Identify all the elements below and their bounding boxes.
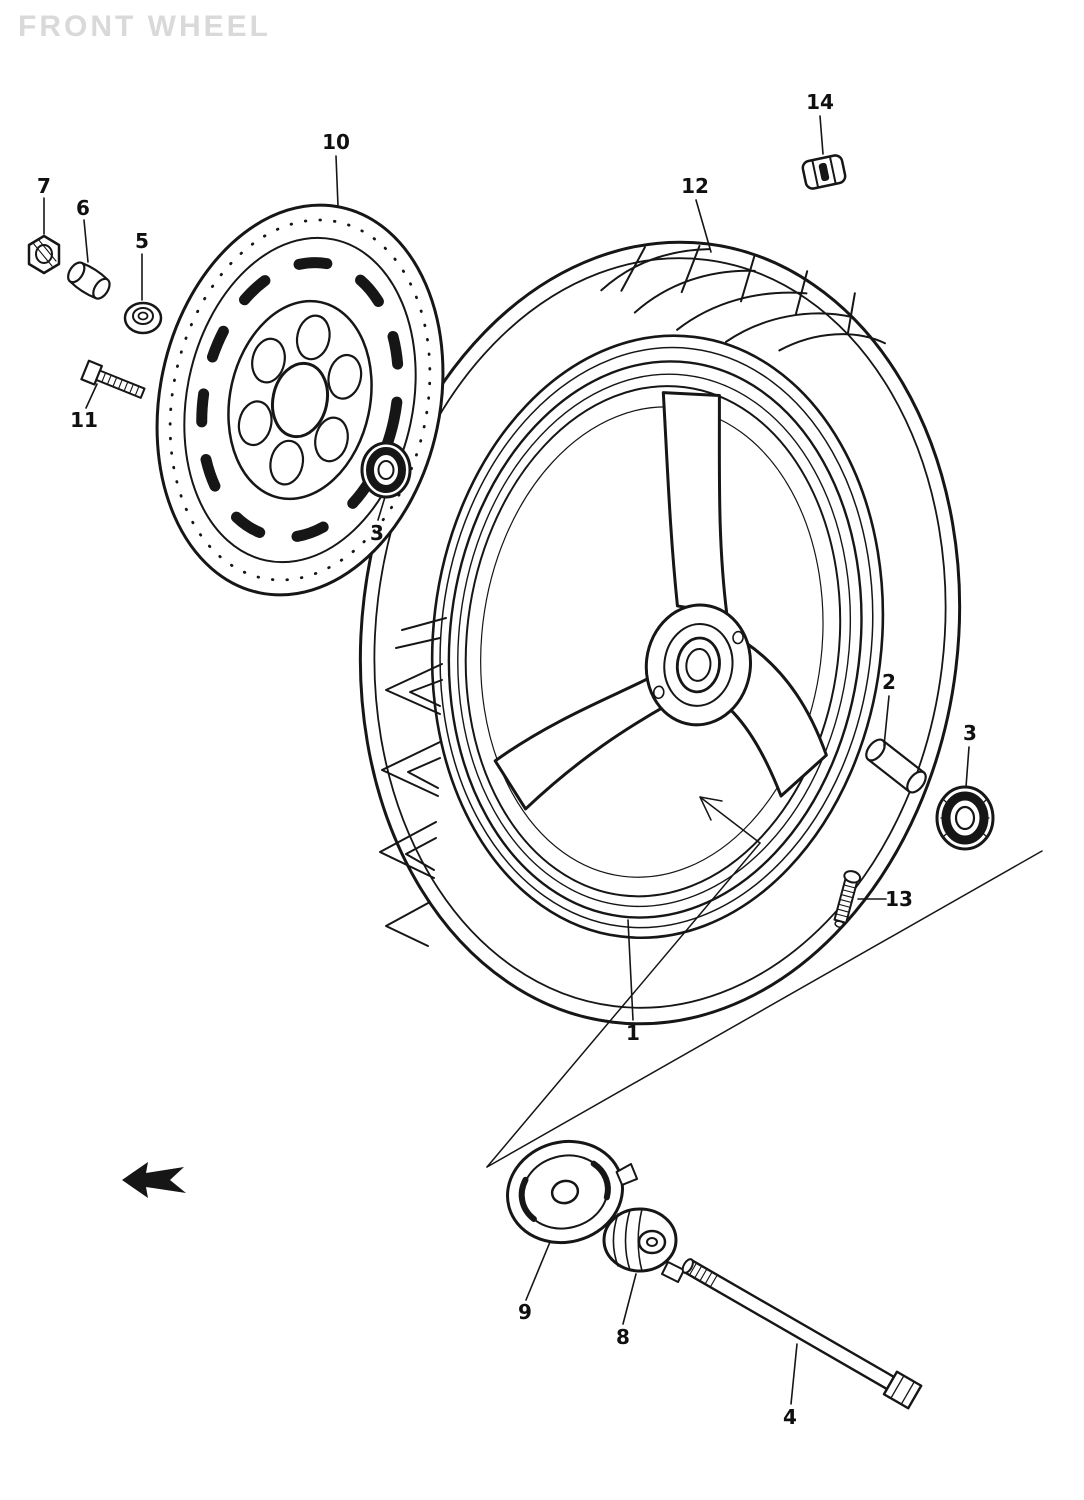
direction-arrow-icon	[122, 1162, 186, 1198]
callout-14: 14	[806, 90, 834, 114]
wheel-drawing	[358, 240, 962, 1026]
speedo-plate-part	[506, 1139, 639, 1245]
callout-9: 9	[518, 1300, 532, 1324]
dust-cap-part	[123, 301, 163, 335]
spacer-tube-part	[865, 738, 927, 794]
callout-8: 8	[616, 1325, 630, 1349]
callout-13: 13	[885, 887, 913, 911]
callout-1: 1	[626, 1021, 640, 1045]
bearing-left-part	[360, 441, 412, 499]
callout-3-right: 3	[963, 721, 977, 745]
page-title: FRONT WHEEL	[18, 10, 271, 43]
tread-marks-sidewall	[379, 617, 447, 947]
callout-6: 6	[76, 196, 90, 220]
brake-disc-drawing	[155, 203, 445, 597]
clamp-part	[801, 154, 847, 190]
nut-part	[27, 234, 61, 275]
callout-2: 2	[882, 670, 896, 694]
callout-7: 7	[37, 174, 51, 198]
callout-10: 10	[322, 130, 350, 154]
bearing-right-part	[935, 785, 995, 851]
callout-11: 11	[70, 408, 98, 432]
tread-marks-top	[600, 244, 886, 352]
callout-12: 12	[681, 174, 709, 198]
callout-4: 4	[783, 1405, 797, 1429]
assembly-axis-lines	[486, 796, 1043, 1168]
callout-3-left: 3	[370, 521, 384, 545]
valve-part	[833, 870, 862, 929]
callout-5: 5	[135, 229, 149, 253]
hub	[644, 603, 753, 727]
speedo-gearbox-part	[602, 1207, 685, 1283]
axle-part	[681, 1258, 923, 1410]
collar-part	[67, 261, 111, 300]
leader-lines	[43, 115, 970, 1405]
bolt-part	[80, 359, 146, 399]
